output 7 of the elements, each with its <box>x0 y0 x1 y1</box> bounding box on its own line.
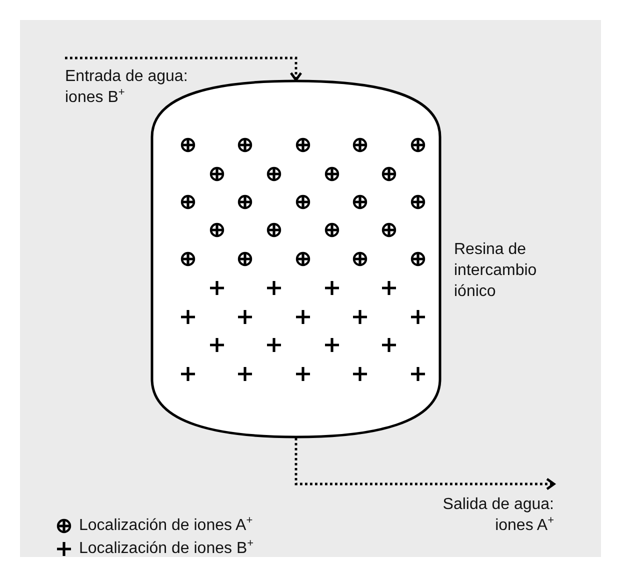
outlet-label: Salida de agua: iones A$^{+}$ <box>404 494 554 536</box>
dotted-arrow <box>65 56 302 82</box>
legend-text: Localización de iones B$^{+}$ <box>79 538 254 559</box>
inlet-label: Entrada de agua: iones B$^{+}$ <box>65 66 215 108</box>
legend-text: Localización de iones A$^{+}$ <box>79 515 253 536</box>
dotted-arrow <box>294 438 556 490</box>
resin-label: Resina de intercambio iónico <box>454 240 538 302</box>
